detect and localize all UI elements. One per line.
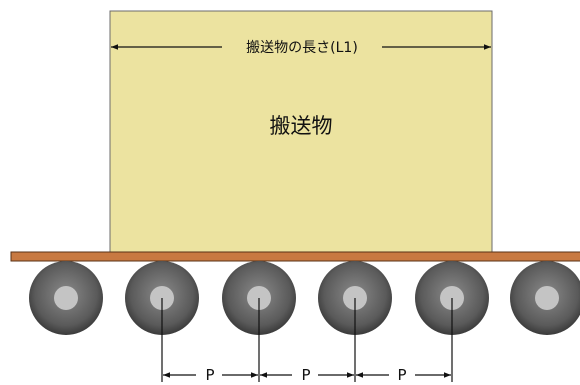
roller-hub — [535, 286, 559, 310]
pitch-reference-lines — [161, 298, 453, 382]
pitch-label: P — [397, 366, 406, 384]
cargo-name-label: 搬送物 — [270, 114, 333, 138]
pitch-dimension-1: P — [163, 366, 258, 384]
cargo-box — [109, 10, 493, 253]
rollers — [29, 261, 580, 335]
pitch-label: P — [205, 366, 214, 384]
cargo-length-dimension: 搬送物の長さ(L1) — [111, 40, 491, 56]
roller — [510, 261, 580, 335]
roller — [29, 261, 103, 335]
pitch-label: P — [301, 366, 310, 384]
pitch-dimension-3: P — [356, 366, 451, 384]
cargo-length-label: 搬送物の長さ(L1) — [246, 40, 358, 56]
roller-hub — [54, 286, 78, 310]
pitch-dimension-2: P — [260, 366, 354, 384]
conveyor-plate — [10, 251, 580, 262]
